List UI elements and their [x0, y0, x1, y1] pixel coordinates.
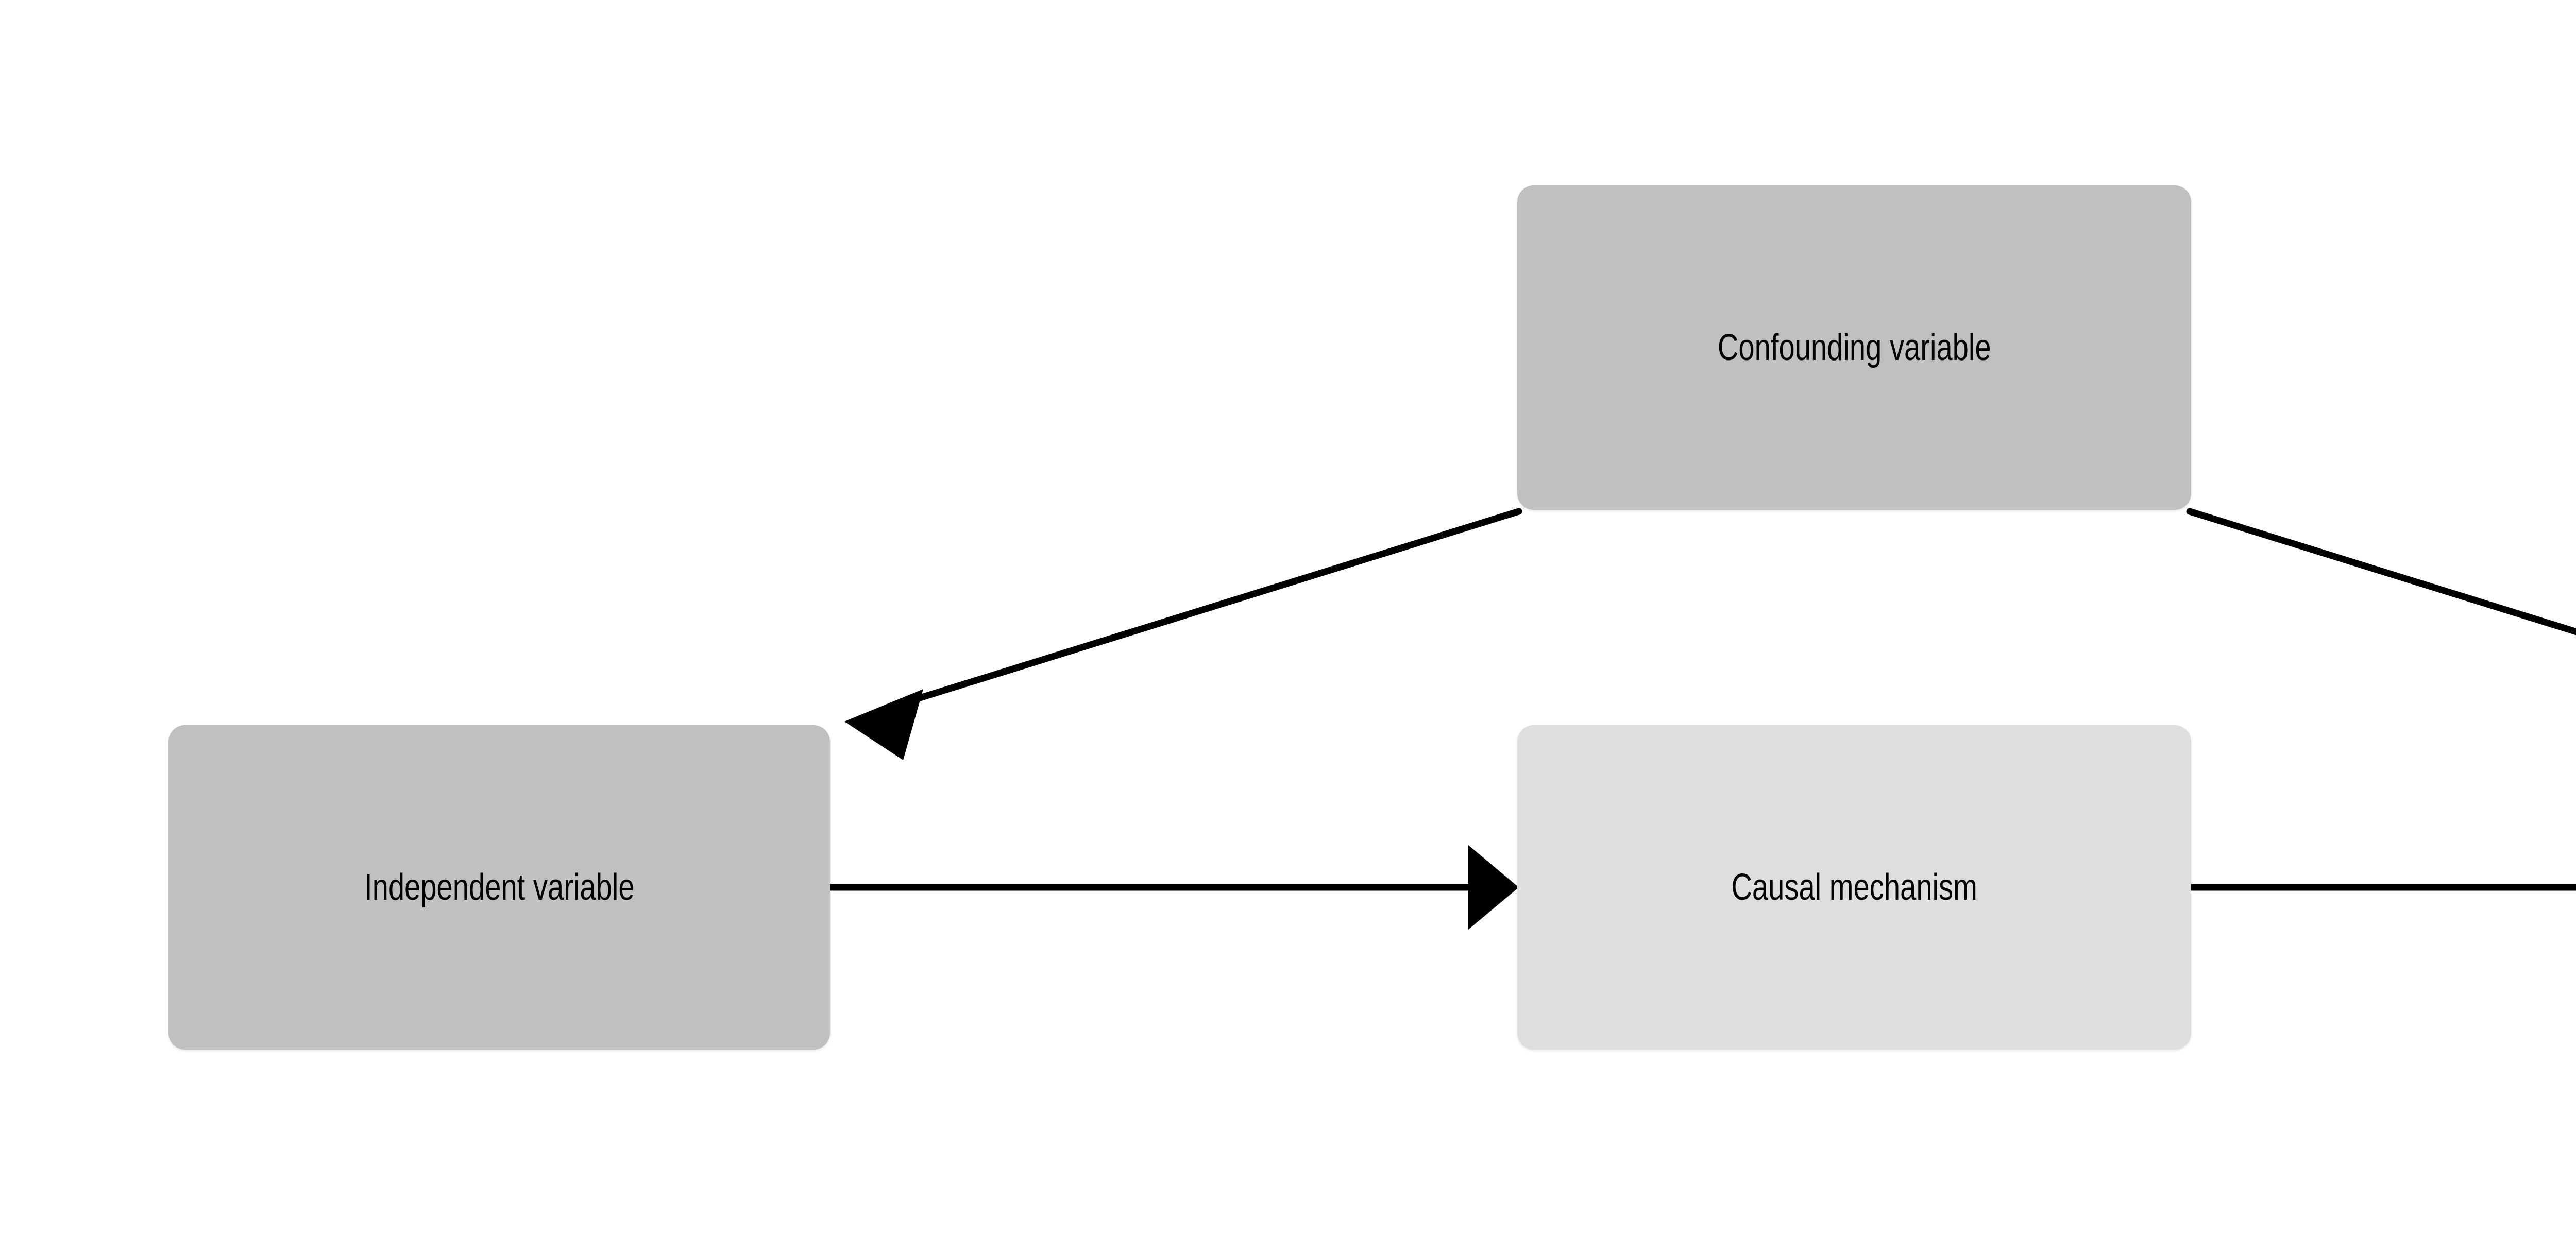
arrowhead-icon — [844, 689, 923, 760]
edge-confounding-to-dependent — [2186, 508, 2576, 636]
node-causal-mechanism-label: Causal mechanism — [1731, 867, 1977, 908]
node-causal-mechanism[interactable]: Causal mechanism — [1517, 725, 2191, 1050]
edge-line — [878, 508, 1522, 713]
edge-independent-to-causal — [830, 845, 1519, 930]
arrowhead-icon — [1468, 845, 1519, 930]
edge-line — [2186, 508, 2576, 636]
node-confounding-variable[interactable]: Confounding variable — [1517, 185, 2191, 510]
edge-causal-to-dependent — [2191, 884, 2576, 891]
edge-confounding-to-independent — [844, 508, 1522, 760]
node-confounding-variable-label: Confounding variable — [1717, 327, 1991, 368]
node-independent-variable-label: Independent variable — [364, 867, 635, 908]
node-independent-variable[interactable]: Independent variable — [168, 725, 830, 1050]
